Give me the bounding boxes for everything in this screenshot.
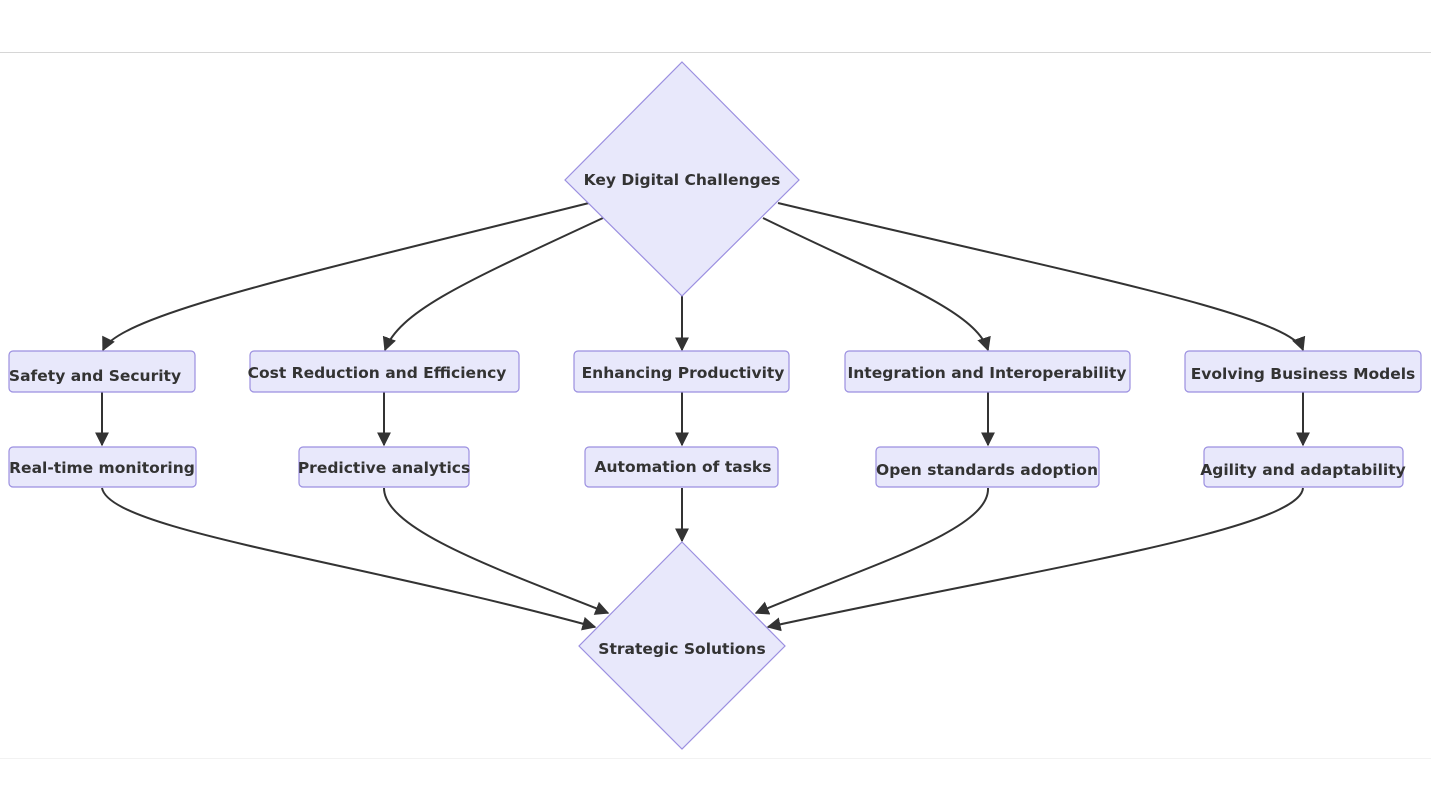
challenge-label: Enhancing Productivity xyxy=(582,364,785,382)
solution-label: Automation of tasks xyxy=(595,458,772,476)
edge-solution-4-to-bottom xyxy=(754,487,990,615)
challenge-node-business-models: Evolving Business Models xyxy=(1184,350,1422,393)
solution-box xyxy=(298,446,470,488)
solution-node-open-standards: Open standards adoption xyxy=(875,446,1100,488)
edge-solution-2-to-bottom xyxy=(383,487,610,615)
challenge-label: Integration and Interoperability xyxy=(848,364,1127,382)
challenge-node-safety: Safety and Security xyxy=(8,350,196,393)
challenge-label: Evolving Business Models xyxy=(1191,365,1416,383)
challenge-label: Safety and Security xyxy=(9,367,181,385)
top-diamond-shape xyxy=(564,61,800,297)
challenge-box xyxy=(573,350,790,393)
challenge-node-integration: Integration and Interoperability xyxy=(844,350,1131,393)
solution-label: Real-time monitoring xyxy=(9,459,195,477)
solution-box xyxy=(8,446,197,488)
solution-box xyxy=(584,446,779,488)
edge-solution-1-to-bottom xyxy=(101,487,597,631)
challenge-box xyxy=(1184,350,1422,393)
challenge-node-cost: Cost Reduction and Efficiency xyxy=(248,350,520,393)
solution-box xyxy=(875,446,1100,488)
bottom-band xyxy=(0,758,1431,812)
edge-top-to-challenge-5 xyxy=(777,202,1306,352)
edge-solution-5-to-bottom xyxy=(766,487,1304,632)
challenge-node-productivity: Enhancing Productivity xyxy=(573,350,790,393)
edge-top-to-challenge-1 xyxy=(102,202,590,352)
solution-box xyxy=(1203,446,1404,488)
key-digital-challenges-node: Key Digital Challenges xyxy=(564,61,800,297)
edge-top-to-challenge-4 xyxy=(762,217,991,352)
challenge-box xyxy=(249,350,520,393)
solution-node-predictive: Predictive analytics xyxy=(298,446,470,488)
challenge-box xyxy=(8,350,196,393)
solution-node-automation: Automation of tasks xyxy=(584,446,779,488)
top-diamond-label: Key Digital Challenges xyxy=(584,171,781,189)
bottom-diamond-shape xyxy=(578,541,786,750)
top-divider xyxy=(0,52,1431,53)
solution-node-monitoring: Real-time monitoring xyxy=(8,446,197,488)
solution-label: Agility and adaptability xyxy=(1200,461,1405,479)
bottom-diamond-label: Strategic Solutions xyxy=(598,640,765,658)
challenge-box xyxy=(844,350,1131,393)
challenge-label: Cost Reduction and Efficiency xyxy=(248,364,507,382)
edge-top-to-challenge-2 xyxy=(382,217,604,352)
solution-label: Predictive analytics xyxy=(298,459,470,477)
strategic-solutions-node: Strategic Solutions xyxy=(578,541,786,750)
solution-node-agility: Agility and adaptability xyxy=(1200,446,1406,488)
solution-label: Open standards adoption xyxy=(876,461,1098,479)
